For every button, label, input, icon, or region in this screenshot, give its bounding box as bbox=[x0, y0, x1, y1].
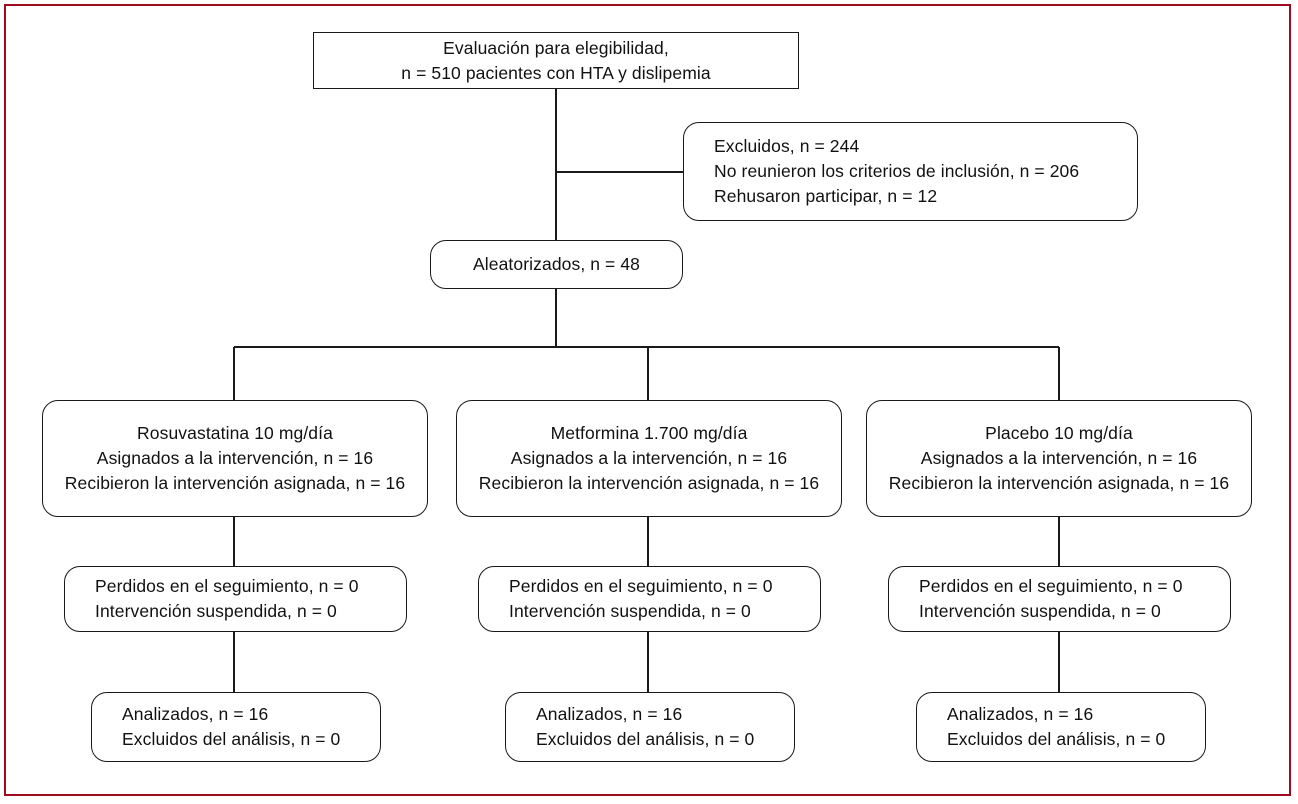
node-line: Recibieron la intervención asignada, n =… bbox=[478, 472, 820, 493]
node-line: Evaluación para elegibilidad, bbox=[443, 37, 669, 58]
node-evaluacion-elegibilidad: Evaluación para elegibilidad, n = 510 pa… bbox=[313, 32, 799, 89]
node-line: Placebo 10 mg/día bbox=[985, 423, 1133, 444]
node-analisis-metformina: Analizados, n = 16 Excluidos del análisi… bbox=[505, 692, 795, 762]
node-line: Perdidos en el seguimiento, n = 0 bbox=[509, 576, 773, 597]
node-rosuvastatina-arm: Rosuvastatina 10 mg/día Asignados a la i… bbox=[42, 400, 428, 517]
node-line: Analizados, n = 16 bbox=[122, 704, 269, 725]
node-line: Analizados, n = 16 bbox=[947, 704, 1094, 725]
node-line: Aleatorizados, n = 48 bbox=[473, 254, 640, 275]
node-line: Intervención suspendida, n = 0 bbox=[509, 601, 751, 621]
node-line: No reunieron los criterios de inclusión,… bbox=[714, 161, 1080, 182]
node-line: Recibieron la intervención asignada, n =… bbox=[64, 472, 406, 493]
node-excluidos: Excluidos, n = 244 No reunieron los crit… bbox=[683, 122, 1138, 221]
node-placebo-arm: Placebo 10 mg/día Asignados a la interve… bbox=[866, 400, 1252, 517]
node-line: Asignados a la intervención, n = 16 bbox=[510, 448, 788, 469]
node-line: Excluidos del análisis, n = 0 bbox=[122, 729, 341, 749]
node-analisis-rosuvastatina: Analizados, n = 16 Excluidos del análisi… bbox=[91, 692, 381, 762]
node-line: Recibieron la intervención asignada, n =… bbox=[888, 472, 1230, 493]
node-analisis-placebo: Analizados, n = 16 Excluidos del análisi… bbox=[916, 692, 1206, 762]
node-line: n = 510 pacientes con HTA y dislipemia bbox=[401, 62, 711, 83]
node-line: Excluidos del análisis, n = 0 bbox=[947, 729, 1166, 749]
node-line: Asignados a la intervención, n = 16 bbox=[96, 448, 374, 469]
node-line: Rehusaron participar, n = 12 bbox=[714, 185, 938, 206]
node-line: Excluidos del análisis, n = 0 bbox=[536, 729, 755, 749]
node-line: Intervención suspendida, n = 0 bbox=[919, 601, 1161, 621]
node-line: Perdidos en el seguimiento, n = 0 bbox=[95, 576, 359, 597]
node-metformina-arm: Metformina 1.700 mg/día Asignados a la i… bbox=[456, 400, 842, 517]
node-line: Rosuvastatina 10 mg/día bbox=[137, 423, 333, 444]
node-seguimiento-placebo: Perdidos en el seguimiento, n = 0 Interv… bbox=[888, 566, 1231, 632]
node-line: Metformina 1.700 mg/día bbox=[550, 423, 748, 444]
node-line: Asignados a la intervención, n = 16 bbox=[920, 448, 1198, 469]
node-seguimiento-rosuvastatina: Perdidos en el seguimiento, n = 0 Interv… bbox=[64, 566, 407, 632]
node-line: Excluidos, n = 244 bbox=[714, 136, 860, 157]
node-line: Perdidos en el seguimiento, n = 0 bbox=[919, 576, 1183, 597]
node-line: Intervención suspendida, n = 0 bbox=[95, 601, 337, 621]
node-line: Analizados, n = 16 bbox=[536, 704, 683, 725]
node-seguimiento-metformina: Perdidos en el seguimiento, n = 0 Interv… bbox=[478, 566, 821, 632]
node-aleatorizados: Aleatorizados, n = 48 bbox=[430, 240, 683, 289]
